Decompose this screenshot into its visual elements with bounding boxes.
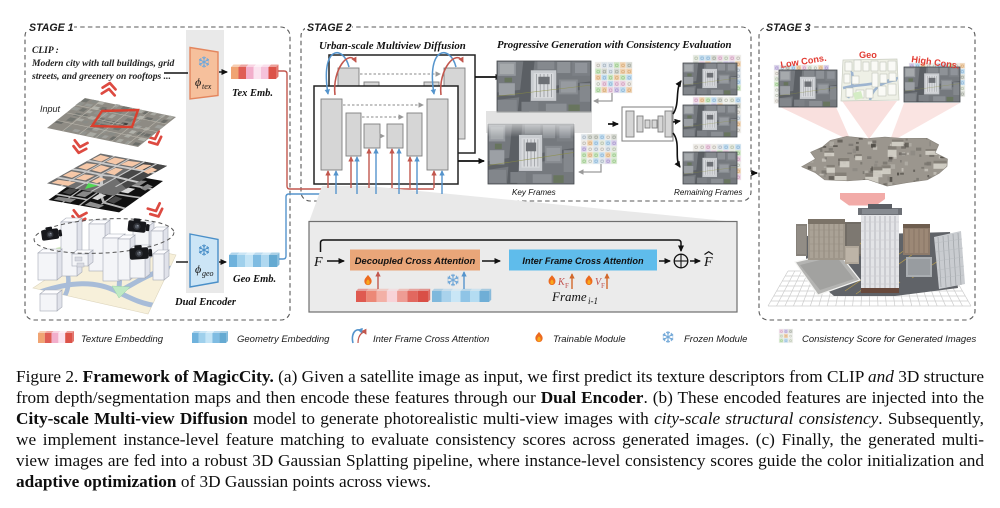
svg-text:F: F (313, 255, 323, 270)
svg-text:Trainable Module: Trainable Module (553, 334, 626, 345)
svg-text:F: F (601, 282, 605, 290)
svg-text:Consistency Score for Generate: Consistency Score for Generated Images (802, 334, 977, 345)
svg-text:i-1: i-1 (588, 296, 598, 306)
svg-text:K: K (557, 277, 566, 288)
svg-text:Dual Encoder: Dual Encoder (174, 297, 237, 308)
svg-text:Input: Input (40, 104, 61, 114)
svg-text:Frame: Frame (551, 289, 587, 304)
svg-text:Inter Frame Cross Attention: Inter Frame Cross Attention (373, 334, 489, 345)
svg-text:STAGE 2: STAGE 2 (307, 22, 352, 34)
svg-text:ϕ: ϕ (195, 262, 201, 276)
svg-text:Frozen Module: Frozen Module (684, 334, 747, 345)
svg-text:streets, and greenery on rooft: streets, and greenery on rooftops ... (31, 71, 171, 82)
svg-text:F: F (565, 282, 569, 290)
svg-text:V: V (595, 277, 603, 288)
svg-text:geo: geo (202, 269, 214, 278)
svg-text:Urban-scale Multiview Diffusio: Urban-scale Multiview Diffusion (319, 40, 466, 52)
svg-text:Geo Emb.: Geo Emb. (233, 274, 276, 285)
svg-text:Geometry Embedding: Geometry Embedding (237, 334, 330, 345)
svg-text:STAGE 1: STAGE 1 (29, 22, 74, 34)
svg-text:tex: tex (202, 82, 212, 91)
svg-text:Remaining Frames: Remaining Frames (674, 188, 742, 197)
svg-text:Key Frames: Key Frames (512, 188, 556, 197)
svg-text:F: F (703, 255, 713, 270)
svg-text:Tex Emb.: Tex Emb. (232, 88, 273, 99)
svg-text:Texture Embedding: Texture Embedding (81, 334, 164, 345)
svg-text:Decoupled Cross Attention: Decoupled Cross Attention (355, 255, 476, 266)
svg-text:Modern city with tall building: Modern city with tall buildings, grid (31, 58, 175, 69)
svg-text:STAGE 3: STAGE 3 (766, 22, 811, 34)
svg-text:CLIP :: CLIP : (32, 46, 59, 56)
svg-text:ϕ: ϕ (195, 75, 201, 89)
svg-text:Geo: Geo (859, 50, 877, 60)
svg-text:Progressive Generation with Co: Progressive Generation with Consistency … (497, 39, 732, 51)
svg-text:Inter Frame Cross Attention: Inter Frame Cross Attention (522, 256, 644, 266)
